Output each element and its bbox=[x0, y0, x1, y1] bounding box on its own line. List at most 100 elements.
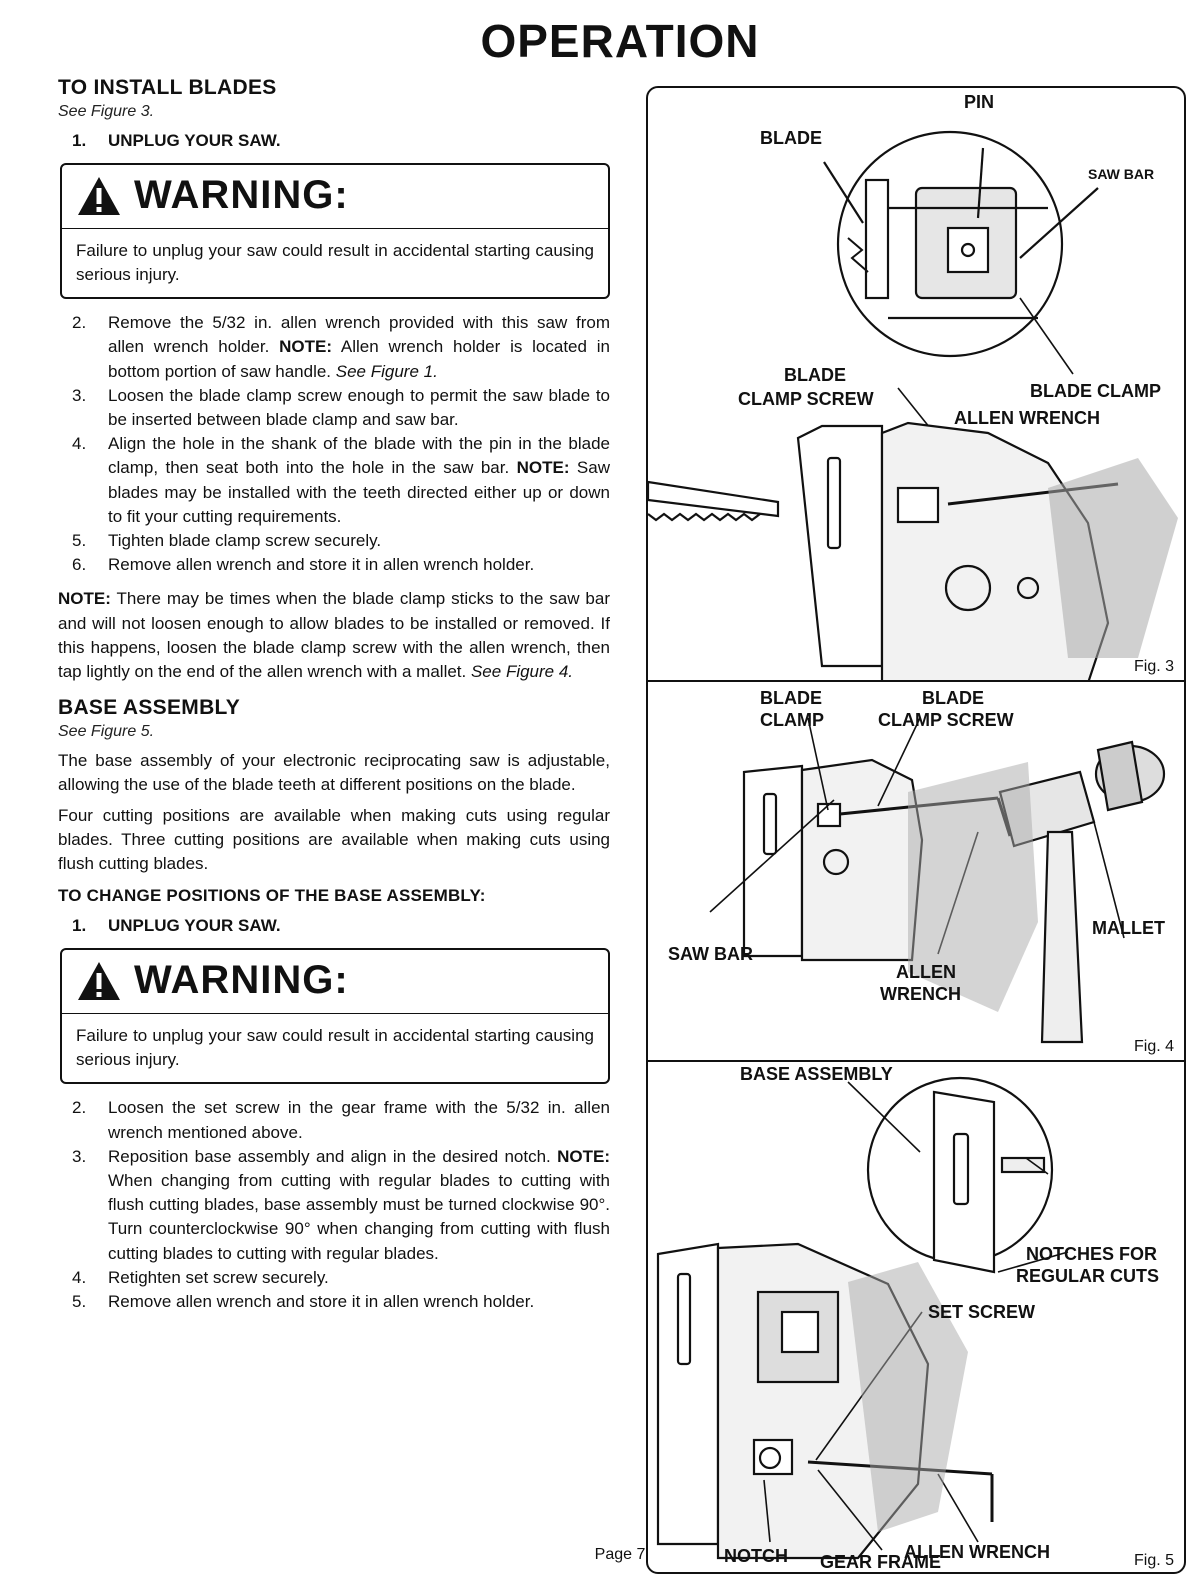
step-number: 1. bbox=[72, 916, 87, 936]
figure-reference: See Figure 4. bbox=[470, 662, 574, 682]
label-blade-clamp-screw-line2: CLAMP SCREW bbox=[738, 389, 874, 409]
note-label: NOTE: bbox=[557, 1146, 610, 1166]
label-notches-line1: NOTCHES FOR bbox=[1026, 1244, 1158, 1264]
figure-4: BLADE CLAMP BLADE CLAMP SCREW SAW BAR MA… bbox=[648, 680, 1184, 1060]
step-text: Reposition base assembly and align in th… bbox=[108, 1146, 558, 1166]
figure-reference: See Figure 1. bbox=[335, 361, 438, 381]
label-blade-clamp: BLADE CLAMP bbox=[1030, 381, 1161, 401]
step-text: Remove allen wrench and store it in alle… bbox=[108, 555, 535, 575]
step-number: 4. bbox=[72, 434, 87, 454]
warning-divider bbox=[62, 1013, 608, 1015]
label-blade-clamp-screw-line1: BLADE bbox=[784, 365, 846, 385]
step-number: 1. bbox=[72, 131, 87, 150]
warning-divider bbox=[62, 228, 608, 230]
figure-5-illustration bbox=[656, 1076, 1069, 1560]
install-step-6: 6. Remove allen wrench and store it in al… bbox=[58, 553, 610, 577]
step-text-cont: When changing from cutting with regular … bbox=[108, 1171, 610, 1263]
warning-triangle-icon bbox=[78, 176, 120, 215]
figure-3-tag: Fig. 3 bbox=[1133, 658, 1174, 675]
base-step-4: 4. Retighten set screw securely. bbox=[58, 1266, 610, 1290]
warning-text: Failure to unplug your saw could result … bbox=[76, 1026, 594, 1070]
label-pin: PIN bbox=[964, 92, 995, 112]
warning-text: Failure to unplug your saw could result … bbox=[76, 241, 594, 285]
step-text-cont: Allen wrench holder is located in bottom… bbox=[108, 337, 610, 381]
base-step-1-list: 1. UNPLUG YOUR SAW. bbox=[58, 914, 610, 938]
label-notch: NOTCH bbox=[724, 1546, 788, 1566]
base-step-3: 3. Reposition base assembly and align in … bbox=[58, 1145, 610, 1266]
page-title: OPERATION bbox=[480, 15, 760, 67]
step-number: 4. bbox=[72, 1267, 87, 1287]
note-label: NOTE: bbox=[516, 458, 570, 478]
label-allen-wrench: ALLEN WRENCH bbox=[954, 408, 1100, 428]
base-paragraph-2: Four cutting positions are available whe… bbox=[58, 805, 610, 874]
step-number: 6. bbox=[72, 555, 87, 575]
figure-5-tag: Fig. 5 bbox=[1133, 1552, 1174, 1569]
instructions-column: TO INSTALL BLADES See Figure 3. 1. UNPLU… bbox=[58, 76, 610, 1314]
note-text: There may be times when the blade clamp … bbox=[58, 589, 610, 682]
base-step-2: 2. Loosen the set screw in the gear frame… bbox=[58, 1096, 610, 1144]
step-text: UNPLUG YOUR SAW. bbox=[108, 131, 281, 150]
base-step-1: 1. UNPLUG YOUR SAW. bbox=[58, 914, 610, 938]
warning-title: WARNING: bbox=[134, 173, 349, 218]
step-text: Retighten set screw securely. bbox=[108, 1267, 329, 1287]
base-assembly-heading: BASE ASSEMBLY bbox=[58, 696, 241, 720]
change-positions-heading: TO CHANGE POSITIONS OF THE BASE ASSEMBLY… bbox=[58, 886, 486, 906]
step-number: 5. bbox=[72, 1292, 87, 1312]
install-step-5: 5. Tighten blade clamp screw securely. bbox=[58, 529, 610, 553]
step-number: 5. bbox=[72, 531, 87, 551]
label-mallet: MALLET bbox=[1092, 918, 1165, 938]
label-allen-wrench: ALLEN WRENCH bbox=[904, 1542, 1050, 1562]
see-figure-3: See Figure 3. bbox=[58, 103, 155, 120]
label-saw-bar: SAW BAR bbox=[668, 944, 753, 964]
install-step-3: 3. Loosen the blade clamp screw enough to… bbox=[58, 384, 610, 432]
label-blade-clamp-line1: BLADE bbox=[760, 688, 822, 708]
note-label: NOTE: bbox=[279, 337, 333, 357]
step-text-cont: Saw blades may be installed with the tee… bbox=[108, 458, 611, 526]
label-saw-bar: SAW BAR bbox=[1088, 166, 1155, 182]
step-text: Remove allen wrench and store it in alle… bbox=[108, 1292, 535, 1312]
note-label: NOTE: bbox=[58, 589, 111, 609]
label-blade-clamp-line2: CLAMP bbox=[760, 710, 824, 730]
install-step-1: 1. UNPLUG YOUR SAW. bbox=[58, 129, 610, 153]
blade-clamp-note: NOTE: There may be times when the blade … bbox=[58, 587, 610, 684]
step-text: Remove the 5/32 in. allen wrench provide… bbox=[108, 313, 610, 357]
page-number: Page 7 bbox=[594, 1546, 646, 1563]
warning-header: WARNING: bbox=[76, 958, 594, 1003]
warning-title: WARNING: bbox=[134, 958, 349, 1003]
warning-box-1: WARNING: Failure to unplug your saw coul… bbox=[60, 163, 610, 300]
step-text: Tighten blade clamp screw securely. bbox=[108, 531, 382, 551]
detail-magnifier-circle bbox=[836, 130, 1064, 358]
label-allen-wrench-line2: WRENCH bbox=[880, 984, 961, 1004]
install-blades-heading: TO INSTALL BLADES bbox=[58, 76, 277, 99]
step-text: Loosen the blade clamp screw enough to p… bbox=[108, 385, 610, 430]
install-steps-list: 2. Remove the 5/32 in. allen wrench provi… bbox=[58, 311, 610, 577]
warning-box-2: WARNING: Failure to unplug your saw coul… bbox=[60, 948, 610, 1085]
warning-header: WARNING: bbox=[76, 173, 594, 218]
label-blade: BLADE bbox=[760, 128, 822, 148]
step-number: 3. bbox=[72, 1146, 87, 1166]
label-notches-line2: REGULAR CUTS bbox=[1016, 1266, 1159, 1286]
see-figure-5: See Figure 5. bbox=[58, 723, 155, 741]
step-text: UNPLUG YOUR SAW. bbox=[108, 916, 281, 936]
figure-3: PIN BLADE SAW BAR BLADE CLAMP SCREW BLAD… bbox=[648, 88, 1184, 680]
warning-triangle-icon bbox=[78, 961, 120, 1000]
install-step-2: 2. Remove the 5/32 in. allen wrench provi… bbox=[58, 311, 610, 384]
step-text: Loosen the set screw in the gear frame w… bbox=[108, 1098, 610, 1142]
label-blade-clamp-screw-line1: BLADE bbox=[922, 688, 984, 708]
step-text: Align the hole in the shank of the blade… bbox=[108, 434, 610, 478]
figures-panel: PIN BLADE SAW BAR BLADE CLAMP SCREW BLAD… bbox=[646, 86, 1186, 1574]
label-gear-frame: GEAR FRAME bbox=[820, 1552, 941, 1572]
step-number: 3. bbox=[72, 385, 87, 405]
label-blade-clamp-screw-line2: CLAMP SCREW bbox=[878, 710, 1014, 730]
label-set-screw: SET SCREW bbox=[928, 1302, 1036, 1322]
figure-3-illustration bbox=[648, 130, 1178, 680]
step-number: 2. bbox=[72, 1098, 87, 1118]
label-base-assembly: BASE ASSEMBLY bbox=[740, 1064, 893, 1084]
base-step-5: 5. Remove allen wrench and store it in al… bbox=[58, 1290, 610, 1314]
step-number: 2. bbox=[72, 313, 87, 333]
base-steps-list: 2. Loosen the set screw in the gear frame… bbox=[58, 1096, 610, 1314]
figure-4-illustration bbox=[709, 717, 1166, 1044]
figure-5: BASE ASSEMBLY NOTCHES FOR REGULAR CUTS S… bbox=[648, 1060, 1184, 1572]
figure-4-tag: Fig. 4 bbox=[1133, 1038, 1174, 1055]
label-allen-wrench-line1: ALLEN bbox=[896, 962, 956, 982]
